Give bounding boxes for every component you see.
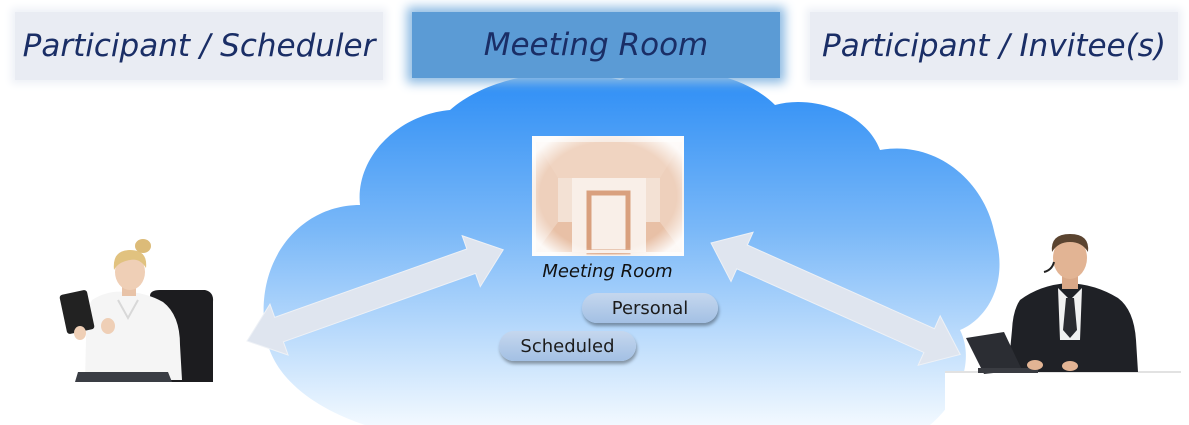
room-type-personal-label: Personal: [611, 297, 689, 319]
header-participant-invitees: Participant / Invitee(s): [810, 12, 1178, 80]
room-type-scheduled-label: Scheduled: [520, 335, 615, 357]
double-arrow-icon: [246, 234, 504, 356]
header-participant-scheduler: Participant / Scheduler: [15, 12, 383, 80]
person-invitee-photo: [945, 234, 1181, 425]
header-center-label: Meeting Room: [483, 27, 709, 63]
header-left-label: Participant / Scheduler: [22, 28, 376, 64]
person-scheduler-photo: [59, 239, 214, 382]
double-arrow-icon: [710, 231, 961, 366]
header-right-label: Participant / Invitee(s): [822, 28, 1166, 64]
room-type-scheduled-pill: Scheduled: [499, 331, 636, 361]
meeting-room-door-icon: [532, 136, 684, 256]
room-type-personal-pill: Personal: [582, 293, 718, 323]
header-meeting-room: Meeting Room: [412, 12, 780, 78]
meeting-room-caption: Meeting Room: [542, 260, 673, 282]
